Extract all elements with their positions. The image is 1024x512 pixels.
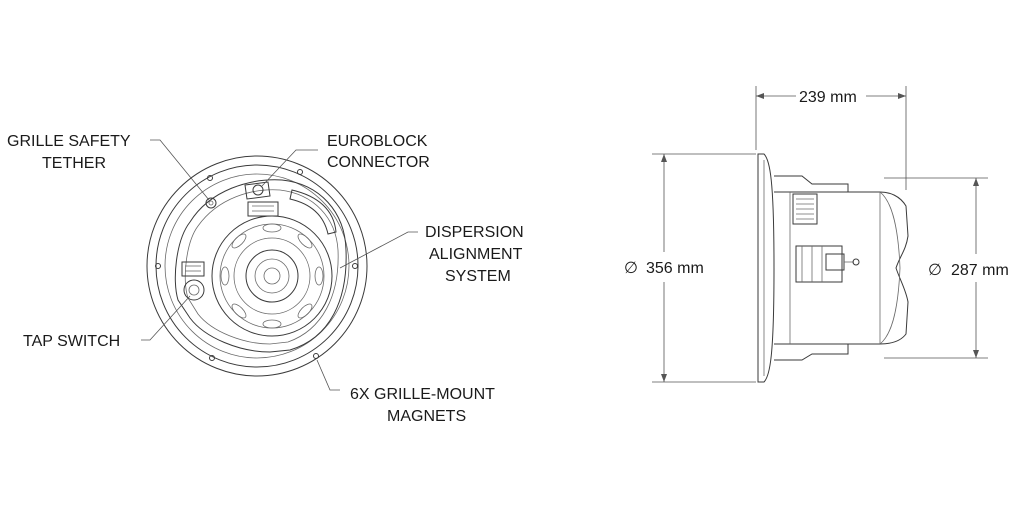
label-grille-mount-magnets-2: MAGNETS <box>387 408 466 425</box>
label-dispersion-alignment-2: ALIGNMENT <box>429 246 523 263</box>
euroblock-connector <box>244 181 337 235</box>
label-grille-safety-tether-1: GRILLE SAFETY <box>7 133 131 150</box>
leader-lines <box>141 139 418 391</box>
outer-diameter-value: 356 mm <box>646 260 704 277</box>
dispersion-slots <box>220 223 324 329</box>
side-view: 239 mm ∅ 356 mm ∅ 287 mm <box>624 86 1009 383</box>
cutout-diameter-value: 287 mm <box>951 262 1009 279</box>
label-grille-mount-magnets-1: 6X GRILLE-MOUNT <box>350 386 495 403</box>
grille-safety-tether <box>205 197 217 209</box>
label-euroblock-connector-1: EUROBLOCK <box>327 133 428 150</box>
spec-label-plate <box>792 193 818 225</box>
outer-diameter-symbol: ∅ <box>624 260 638 277</box>
tap-switch <box>181 261 205 301</box>
grille-mount-magnets <box>155 169 358 361</box>
front-view: GRILLE SAFETY TETHER EUROBLOCK CONNECTOR… <box>7 133 524 425</box>
bezel-flange <box>757 153 775 383</box>
dimension-depth: 239 mm <box>755 86 907 190</box>
label-euroblock-connector-2: CONNECTOR <box>327 154 430 171</box>
baffle-outline <box>174 179 347 353</box>
label-dispersion-alignment-1: DISPERSION <box>425 224 524 241</box>
label-dispersion-alignment-3: SYSTEM <box>445 268 511 285</box>
dimension-cutout-diameter: ∅ 287 mm <box>884 177 1009 359</box>
label-grille-safety-tether-2: TETHER <box>42 155 106 172</box>
enclosure-body <box>780 191 909 345</box>
label-tap-switch: TAP SWITCH <box>23 333 120 350</box>
depth-value: 239 mm <box>799 89 857 106</box>
woofer-driver <box>211 215 333 337</box>
outer-bezel-ring <box>146 155 368 377</box>
cutout-diameter-symbol: ∅ <box>928 262 942 279</box>
dimension-outer-diameter: ∅ 356 mm <box>624 153 756 383</box>
mounting-ring <box>164 173 350 359</box>
side-connector-block <box>795 245 860 283</box>
